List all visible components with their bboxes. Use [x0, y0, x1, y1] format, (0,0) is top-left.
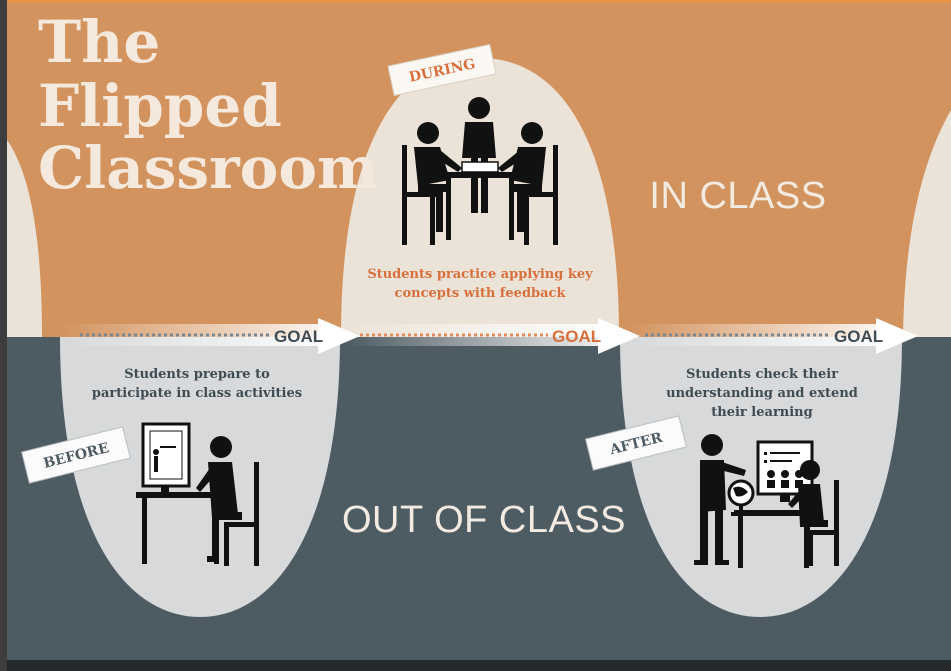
- during-description-line-2: concepts with feedback: [395, 286, 567, 301]
- arrow-right-icon: [876, 318, 918, 354]
- arrow-right-icon: [598, 318, 640, 354]
- left-border: [0, 0, 7, 671]
- after-description-line-2: understanding and extend: [666, 386, 858, 401]
- in-class-label: IN CLASS: [649, 175, 826, 217]
- left-edge-bubble: [7, 140, 42, 337]
- top-border: [0, 0, 951, 3]
- goal-arrow-before: GOAL: [62, 318, 360, 354]
- after-description-line-3: their learning: [711, 405, 812, 420]
- goal-label-before: GOAL: [274, 327, 323, 346]
- goal-label-during: GOAL: [552, 327, 601, 346]
- after-tag: AFTER: [584, 415, 688, 471]
- teacher-with-globe-icon: [694, 434, 839, 568]
- goal-label-after: GOAL: [834, 327, 883, 346]
- student-at-desk-icon: [136, 422, 259, 566]
- during-tag: DURING: [387, 43, 497, 97]
- before-description-line-1: Students prepare to: [124, 367, 270, 382]
- title-line-1: The: [38, 8, 160, 76]
- during-bubble: [341, 58, 619, 337]
- title-line-3: Classroom: [38, 134, 378, 202]
- after-description-line-1: Students check their: [686, 367, 838, 382]
- title-line-2: Flipped: [38, 72, 282, 140]
- right-edge-bubble: [903, 110, 951, 337]
- goal-arrow-during: GOAL: [345, 318, 640, 354]
- before-description-line-2: participate in class activities: [92, 386, 302, 401]
- during-description-line-1: Students practice applying key: [367, 267, 593, 282]
- before-bubble: [60, 337, 340, 617]
- people-at-table-icon: [402, 97, 558, 245]
- out-of-class-label: OUT OF CLASS: [342, 499, 626, 541]
- bottom-bar: [0, 660, 951, 671]
- goal-arrow-after: GOAL: [628, 318, 918, 354]
- arrow-right-icon: [318, 318, 360, 354]
